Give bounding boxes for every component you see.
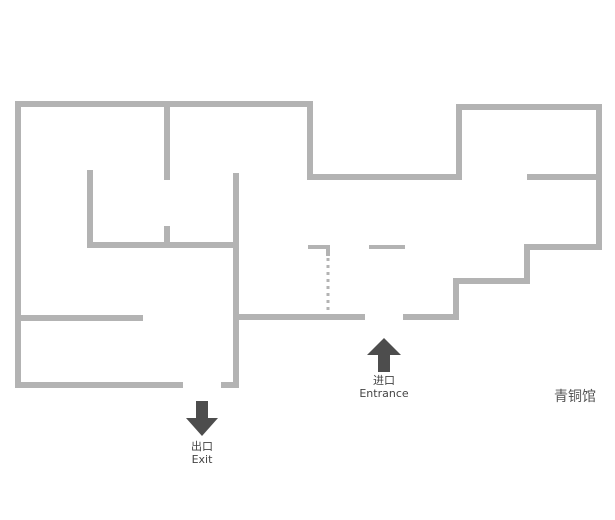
exit-label: 出口 Exit	[172, 440, 232, 466]
exit-label-cn: 出口	[191, 440, 213, 453]
arrow-up-icon	[367, 338, 401, 372]
exit-label-en: Exit	[191, 453, 213, 466]
outer-wall-west	[15, 101, 602, 388]
entrance-label-en: Entrance	[359, 387, 409, 400]
hall-name: 青铜馆	[554, 389, 596, 405]
exit-wall-right	[221, 173, 239, 388]
entrance-label-cn: 进口	[373, 374, 395, 387]
arrow-down-icon	[186, 401, 218, 436]
walls	[15, 101, 602, 388]
entrance-label: 进口 Entrance	[349, 374, 419, 400]
partition-left	[308, 245, 330, 256]
left-inner-wall	[87, 170, 236, 248]
